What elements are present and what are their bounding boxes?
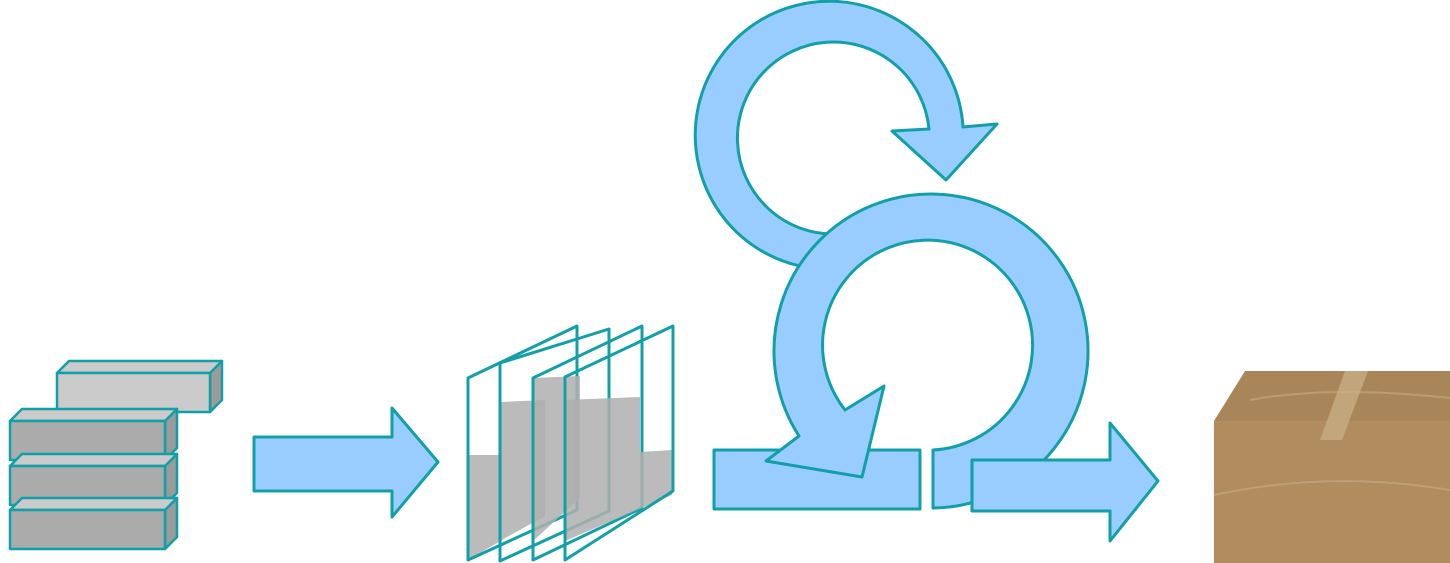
layered-panes-icon — [468, 326, 673, 561]
block-3 — [10, 498, 177, 549]
pane-4 — [565, 326, 673, 560]
block-1 — [10, 409, 177, 460]
flow-arrow-1 — [254, 408, 438, 517]
cardboard-box-icon — [1214, 371, 1450, 563]
stacked-blocks-icon — [10, 361, 222, 549]
block-top — [57, 361, 222, 412]
